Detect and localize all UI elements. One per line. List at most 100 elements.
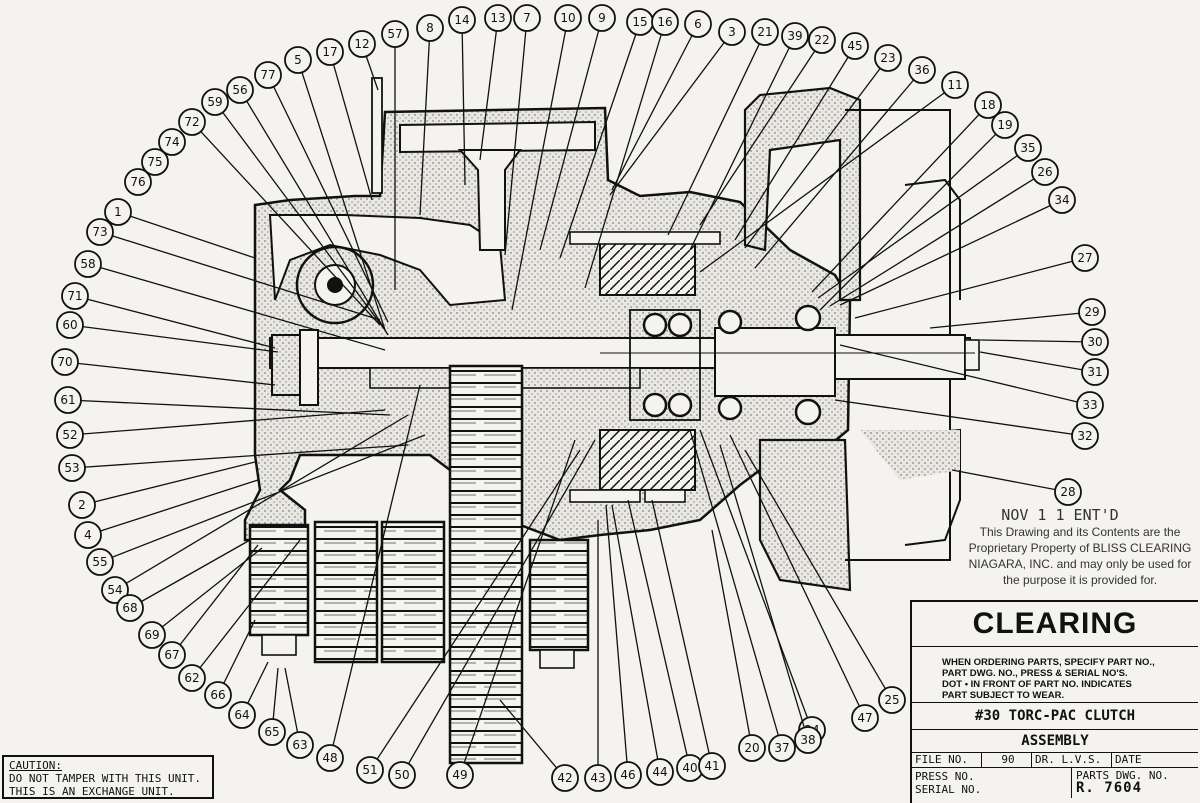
ordering-note: WHEN ORDERING PARTS, SPECIFY PART NO., P…: [912, 647, 1198, 703]
flywheel: [743, 86, 961, 592]
callout-number-10: 10: [560, 11, 575, 25]
callout-number-45: 45: [847, 39, 862, 53]
callout-balloon-71: [61, 282, 89, 310]
callout-58: 58: [74, 250, 386, 351]
callout-number-71: 71: [67, 289, 82, 303]
callout-14: 14: [448, 6, 476, 186]
callout-56: 56: [226, 76, 389, 336]
callout-balloon-8: [416, 14, 444, 42]
callout-number-6: 6: [694, 17, 702, 31]
callout-balloon-47: [851, 704, 879, 732]
callout-32: 32: [834, 399, 1099, 450]
note-line-1: WHEN ORDERING PARTS, SPECIFY PART NO.,: [942, 657, 1155, 668]
callout-leader-11: [699, 84, 956, 273]
callout-number-36: 36: [914, 63, 929, 77]
callout-balloon-59: [201, 88, 229, 116]
callout-balloon-12: [348, 30, 376, 58]
callout-balloon-62: [178, 664, 206, 692]
callout-balloon-2: [68, 491, 96, 519]
callout-leader-19: [819, 124, 1006, 311]
drafter-label: DR. L.V.S.: [1032, 753, 1112, 767]
callout-leader-33: [839, 344, 1091, 406]
callout-17: 17: [316, 38, 373, 201]
callout-leader-30: [979, 339, 1096, 343]
callout-leader-20: [711, 529, 753, 749]
callout-72: 72: [178, 108, 381, 326]
callout-21: 21: [667, 18, 779, 236]
callout-balloon-64: [228, 701, 256, 729]
callout-leader-14: [461, 19, 466, 186]
callout-leader-16: [584, 21, 666, 289]
end-cover: [271, 329, 319, 406]
callout-number-73: 73: [92, 225, 107, 239]
callout-leader-17: [329, 51, 373, 201]
stamp-line-3: NIAGARA, INC. and may only be used for: [968, 557, 1192, 571]
callout-64: 64: [228, 661, 269, 729]
callout-30: 30: [979, 328, 1109, 356]
callout-number-76: 76: [130, 175, 145, 189]
callout-balloon-13: [484, 4, 512, 32]
callout-number-18: 18: [980, 98, 995, 112]
callout-number-17: 17: [322, 45, 337, 59]
callout-number-32: 32: [1077, 429, 1092, 443]
callout-balloon-68: [116, 594, 144, 622]
callout-62: 62: [178, 539, 301, 692]
proprietary-stamp: NOV 1 1 ENT'D This Drawing and its Conte…: [960, 506, 1200, 588]
callout-3: 3: [609, 18, 746, 196]
callout-number-58: 58: [80, 257, 95, 271]
callout-26: 26: [829, 158, 1059, 307]
callout-number-70: 70: [57, 355, 72, 369]
callout-leader-50: [401, 439, 596, 776]
callout-leader-25: [744, 449, 893, 701]
callout-number-53: 53: [64, 461, 79, 475]
callout-leader-7: [504, 17, 528, 256]
callout-balloon-41: [698, 752, 726, 780]
callout-number-3: 3: [728, 25, 736, 39]
callout-balloon-72: [178, 108, 206, 136]
callout-balloon-16: [651, 8, 679, 36]
callout-balloon-54: [101, 576, 129, 604]
callout-number-61: 61: [60, 393, 75, 407]
callout-42: 42: [499, 699, 579, 792]
callout-leader-70: [64, 361, 276, 386]
callout-38: 38: [719, 444, 822, 754]
stamp-date: NOV 1 1 ENT'D: [1001, 506, 1119, 524]
callout-12: 12: [348, 30, 379, 91]
callout-leader-53: [71, 444, 409, 469]
callout-balloon-65: [258, 718, 286, 746]
callout-number-1: 1: [114, 205, 122, 219]
callout-76: 76: [124, 168, 152, 196]
note-line-2: PART DWG. NO., PRESS & SERIAL NO'S.: [942, 668, 1128, 679]
callout-number-9: 9: [598, 11, 606, 25]
callout-number-29: 29: [1084, 305, 1099, 319]
callout-leader-66: [217, 619, 256, 696]
callout-number-2: 2: [78, 498, 86, 512]
callout-51: 51: [356, 449, 581, 784]
caution-line-2: THIS IS AN EXCHANGE UNIT.: [9, 785, 175, 798]
callout-leader-46: [605, 504, 629, 776]
bearings: [629, 304, 822, 426]
callout-balloon-51: [356, 756, 384, 784]
callout-balloon-75: [141, 148, 169, 176]
callout-number-63: 63: [292, 738, 307, 752]
callout-leader-27: [854, 257, 1086, 319]
callout-60: 60: [56, 311, 279, 353]
callout-63: 63: [284, 667, 314, 759]
callout-leader-69: [151, 547, 263, 636]
callout-number-77: 77: [260, 68, 275, 82]
callout-balloon-35: [1014, 134, 1042, 162]
callout-balloon-3: [718, 18, 746, 46]
callout-leader-59: [214, 101, 386, 331]
callout-73: 73: [86, 218, 381, 321]
callout-39: 39: [689, 22, 809, 251]
callout-number-7: 7: [523, 11, 531, 25]
parts-dwg-label: PARTS DWG. NO.: [1076, 769, 1169, 782]
callout-23: 23: [744, 44, 902, 249]
callout-number-4: 4: [84, 528, 92, 542]
callout-number-21: 21: [757, 25, 772, 39]
stamp-line-2: Proprietary Property of BLISS CLEARING: [968, 541, 1192, 555]
callout-43: 43: [584, 520, 612, 792]
callout-54: 54: [101, 414, 409, 604]
callout-19: 19: [819, 111, 1019, 311]
